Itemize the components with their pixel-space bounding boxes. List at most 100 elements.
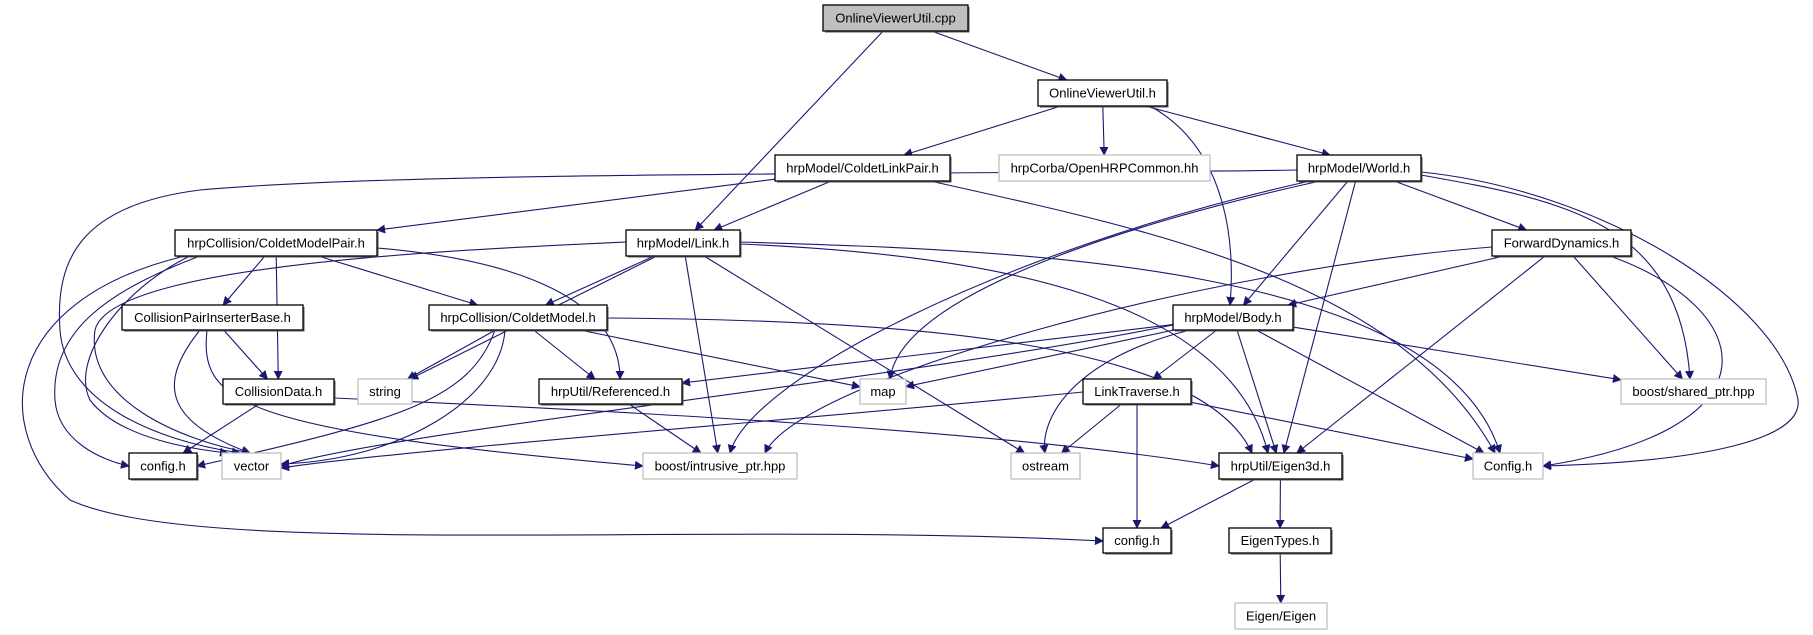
node-intrusiveptr: boost/intrusive_ptr.hpp [642,452,798,480]
node-eigen3d[interactable]: hrpUtil/Eigen3d.h [1218,452,1344,481]
edge-cpib-to-intrusiveptr [205,329,644,470]
node-box[interactable] [121,304,304,331]
node-ovu_h[interactable]: OnlineViewerUtil.h [1037,79,1169,108]
edge-coldetlinkpair-to-coldetmodelpair [376,178,776,234]
edge-coldetmodel-to-map [579,329,861,390]
node-box[interactable] [1172,304,1294,331]
node-box[interactable] [222,378,335,405]
node-shadow [177,232,379,258]
edge-body-to-vector [280,324,1174,468]
node-collisiondata[interactable]: CollisionData.h [222,378,336,406]
node-box[interactable] [1491,229,1632,257]
node-box[interactable] [1218,452,1343,480]
node-box[interactable] [1082,378,1192,405]
edge-cpib-to-collisiondata [223,329,268,380]
node-shadow [1175,307,1295,332]
edge-coldetmodelpair-to-coldetmodel [318,255,479,307]
node-eigentypes[interactable]: EigenTypes.h [1228,527,1333,555]
node-shadow [628,232,742,258]
node-label: hrpModel/Link.h [637,236,730,251]
edge-ovu_h-to-world [1144,105,1331,158]
node-shadow [131,455,199,481]
node-body[interactable]: hrpModel/Body.h [1172,304,1295,332]
node-cpp[interactable]: OnlineViewerUtil.cpp [822,4,970,33]
node-link[interactable]: hrpModel/Link.h [625,229,742,258]
edge-world-to-forwarddynamics [1393,180,1528,232]
edge-ovu_h-to-body [1149,105,1236,306]
node-coldetmodelpair[interactable]: hrpCollision/ColdetModelPair.h [174,229,379,258]
node-world[interactable]: hrpModel/World.h [1296,154,1423,183]
node-label: string [369,384,401,399]
node-box[interactable] [625,229,741,257]
node-label: hrpUtil/Referenced.h [551,384,670,399]
node-label: Eigen/Eigen [1246,609,1316,624]
edge-link-to-eigen3d [739,243,1271,454]
edge-coldetlinkpair-to-link [713,180,832,232]
edge-cpp-to-ovu_h [931,30,1068,82]
node-cpib[interactable]: CollisionPairInserterBase.h [121,304,305,332]
edge-collisiondata-to-config_l [182,403,260,454]
edge-eigen3d-to-config_b [1160,478,1256,529]
node-label: hrpModel/ColdetLinkPair.h [786,161,938,176]
node-label: CollisionData.h [235,384,322,399]
edge-body-to-map [905,329,1175,390]
edge-ovu_h-to-coldetlinkpair [903,105,1062,157]
node-box[interactable] [1037,79,1168,107]
node-string: string [357,378,413,405]
node-box [642,452,798,480]
edge-world-to-map [886,180,1321,380]
node-shadow [1231,530,1333,555]
node-box[interactable] [128,452,198,480]
node-label: Config.h [1484,459,1532,474]
node-shadow [1494,232,1633,258]
node-vector: vector [221,452,282,480]
node-box[interactable] [1296,154,1422,182]
node-box[interactable] [428,304,608,331]
node-label: config.h [140,459,186,474]
node-referenced[interactable]: hrpUtil/Referenced.h [538,378,684,406]
node-config_l[interactable]: config.h [128,452,199,481]
node-label: hrpModel/Body.h [1184,310,1281,325]
node-label: hrpCollision/ColdetModel.h [440,310,595,325]
edge-coldetmodel-to-referenced [533,329,596,380]
node-forwarddynamics[interactable]: ForwardDynamics.h [1491,229,1633,258]
node-box [1620,378,1767,405]
node-ostream: ostream [1010,452,1081,480]
node-box[interactable] [174,229,378,257]
node-label: ForwardDynamics.h [1504,236,1620,251]
node-box[interactable] [538,378,683,405]
node-linktraverse[interactable]: LinkTraverse.h [1082,378,1193,406]
node-shadow [431,307,609,332]
edge-body-to-sharedptr [1292,326,1622,383]
node-shadow [1105,530,1173,555]
node-openhrpcommon: hrpCorba/OpenHRPCommon.hh [998,154,1211,182]
edge-coldetmodelpair-to-referenced [376,247,625,380]
edge-forwarddynamics-to-intrusiveptr [764,246,1493,454]
node-shadow [541,381,684,406]
node-label: ostream [1022,459,1069,474]
node-box[interactable] [822,4,969,32]
node-label: hrpModel/World.h [1308,161,1410,176]
edge-coldetmodelpair-to-config_b [21,255,1104,546]
node-coldetmodel[interactable]: hrpCollision/ColdetModel.h [428,304,609,332]
node-coldetlinkpair[interactable]: hrpModel/ColdetLinkPair.h [774,154,952,183]
edge-body-to-Config_h [1255,329,1485,454]
node-label: hrpCorba/OpenHRPCommon.hh [1011,161,1199,176]
node-box[interactable] [774,154,951,182]
node-label: vector [234,459,270,474]
node-box[interactable] [1102,527,1172,554]
node-shadow [1221,455,1344,481]
node-label: EigenTypes.h [1241,533,1320,548]
node-box [221,452,282,480]
node-label: hrpCollision/ColdetModelPair.h [187,236,365,251]
edge-link-to-Config_h [739,241,1502,454]
edge-cpp-to-link [694,30,884,231]
edge-body-to-ostream [1039,329,1191,454]
node-box [1472,452,1544,480]
edge-forwarddynamics-to-sharedptr [1572,255,1683,380]
node-config_b[interactable]: config.h [1102,527,1173,555]
edge-body-to-eigen3d [1236,329,1279,454]
node-box[interactable] [1228,527,1332,554]
edge-link-to-vector [93,241,627,456]
